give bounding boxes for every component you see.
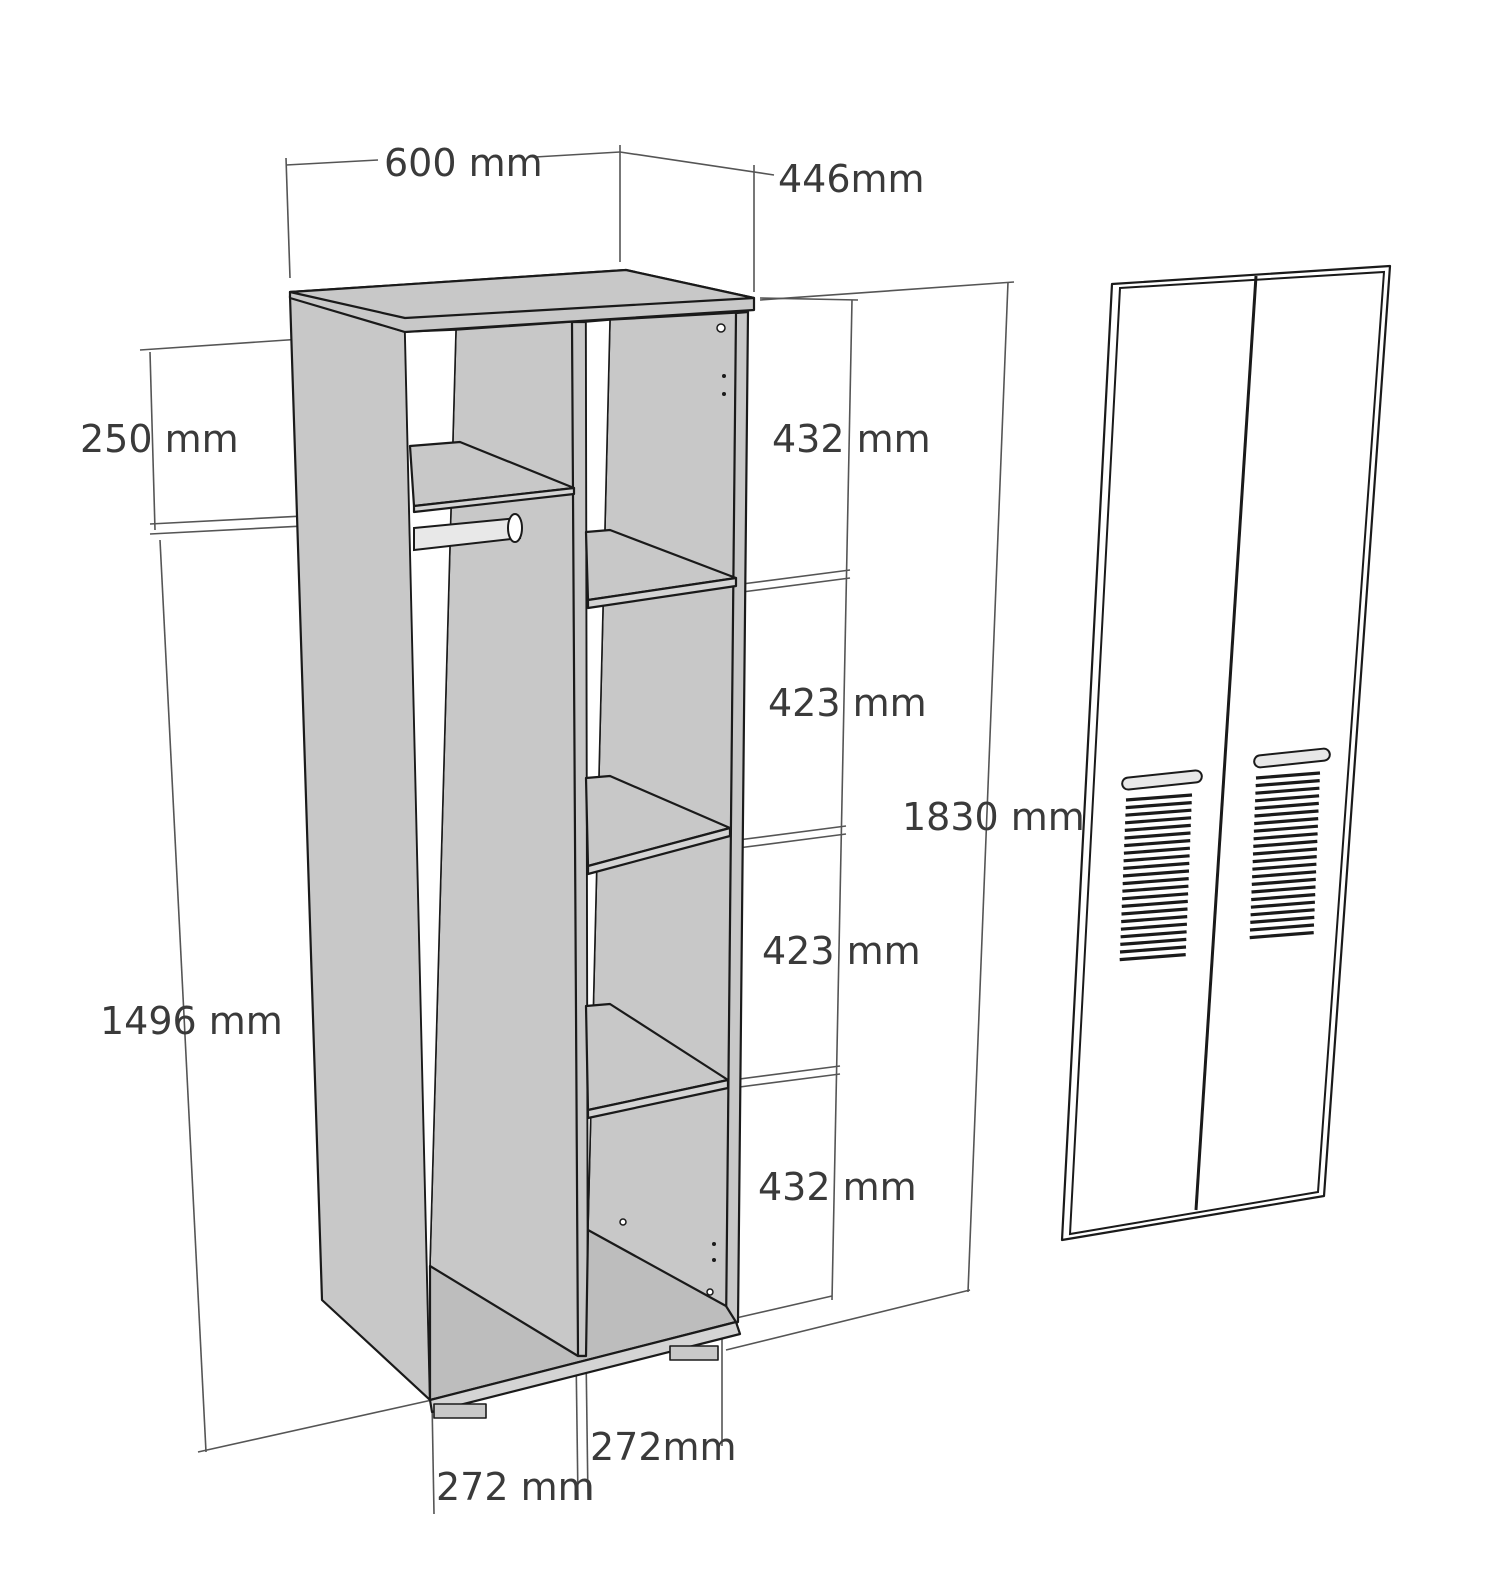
vent-slat bbox=[1124, 831, 1191, 840]
wardrobe-carcass bbox=[288, 268, 756, 1419]
vent-slat bbox=[1122, 884, 1189, 893]
vent-slat bbox=[1251, 885, 1316, 894]
vent-slat bbox=[1254, 794, 1320, 803]
vent-left bbox=[1119, 793, 1193, 962]
vent-slat bbox=[1251, 877, 1316, 886]
vent-slat bbox=[1252, 862, 1317, 871]
vent-slat bbox=[1124, 816, 1192, 825]
vent-slat bbox=[1120, 930, 1187, 939]
vent-slat bbox=[1253, 832, 1318, 841]
vent-slat bbox=[1120, 937, 1187, 946]
vent-slat bbox=[1122, 869, 1190, 878]
vent-slat bbox=[1119, 953, 1186, 962]
vent-slat bbox=[1253, 824, 1319, 833]
vent-slat bbox=[1255, 771, 1321, 780]
vent-slat bbox=[1124, 839, 1191, 848]
vent-slat bbox=[1123, 846, 1191, 855]
vent-slat bbox=[1125, 793, 1193, 802]
vent-slat bbox=[1124, 823, 1191, 832]
dimension-labels: 600 mm 446mm 250 mm 1496 mm 1830 mm 432 … bbox=[80, 141, 1085, 1509]
vent-slat bbox=[1249, 923, 1315, 932]
vent-slat bbox=[1253, 839, 1318, 848]
dimension-lines bbox=[139, 145, 1015, 1515]
label-total-height: 1830 mm bbox=[902, 795, 1085, 839]
vent-slat bbox=[1122, 877, 1189, 886]
label-shelf-3: 423 mm bbox=[762, 929, 921, 973]
doors bbox=[1060, 264, 1392, 1242]
label-top-compartment: 250 mm bbox=[80, 417, 239, 461]
vent-slat bbox=[1121, 907, 1188, 916]
vent-slat bbox=[1121, 892, 1189, 901]
right-shelves bbox=[584, 528, 738, 1120]
vent-slat bbox=[1121, 915, 1188, 924]
door-handle-left bbox=[1121, 769, 1203, 791]
vent-slat bbox=[1254, 809, 1319, 818]
door-handle-right bbox=[1253, 747, 1331, 769]
vent-slat bbox=[1251, 893, 1316, 902]
label-overall-depth: 446mm bbox=[778, 157, 925, 201]
right-side-panel bbox=[724, 310, 750, 1332]
vent-slat bbox=[1254, 817, 1319, 826]
vent-slat bbox=[1119, 945, 1187, 954]
vent-slat bbox=[1250, 915, 1315, 924]
vent-slat bbox=[1250, 900, 1316, 909]
vent-slat bbox=[1255, 779, 1320, 788]
label-hanging-height: 1496 mm bbox=[100, 999, 283, 1043]
vent-slat bbox=[1123, 854, 1190, 863]
hanging-rail bbox=[413, 513, 523, 552]
label-left-section-width: 272 mm bbox=[436, 1465, 595, 1509]
vent-slat bbox=[1252, 847, 1318, 856]
vent-slat bbox=[1125, 801, 1192, 810]
label-shelf-1: 432 mm bbox=[772, 417, 931, 461]
vent-slat bbox=[1125, 808, 1192, 817]
vent-slat bbox=[1249, 931, 1314, 940]
vent-slat bbox=[1250, 908, 1315, 917]
vent-slat bbox=[1252, 855, 1317, 864]
vent-slat bbox=[1255, 786, 1320, 795]
label-shelf-4: 432 mm bbox=[758, 1165, 917, 1209]
vent-slat bbox=[1120, 922, 1188, 931]
vent-slat bbox=[1254, 801, 1319, 810]
label-shelf-2: 423 mm bbox=[768, 681, 927, 725]
label-right-section-width: 272mm bbox=[590, 1425, 737, 1469]
vent-slat bbox=[1121, 899, 1188, 908]
label-overall-width: 600 mm bbox=[384, 141, 543, 185]
vent-slat bbox=[1251, 870, 1317, 879]
vent-slat bbox=[1123, 861, 1190, 870]
vent-right bbox=[1249, 771, 1321, 940]
